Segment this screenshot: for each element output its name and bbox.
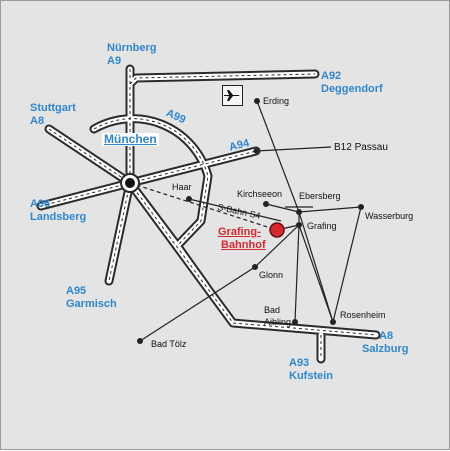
road-grafing-rosenheim bbox=[298, 224, 334, 323]
road-b12 bbox=[255, 146, 332, 152]
label-glonn: Glonn bbox=[259, 270, 284, 280]
label-a96-name: Landsberg bbox=[30, 211, 87, 223]
label-a93-road: A93 bbox=[289, 357, 310, 369]
road-kirchseeon bbox=[265, 203, 300, 213]
aibling-dot bbox=[292, 319, 298, 325]
label-a92-road: A92 bbox=[321, 70, 342, 82]
label-haar: Haar bbox=[172, 182, 192, 192]
road-wasserburg-rosenheim bbox=[332, 206, 362, 323]
toelz-dot bbox=[137, 338, 143, 344]
label-a9-name: Nürnberg bbox=[107, 42, 157, 54]
label-a95-road: A95 bbox=[66, 285, 87, 297]
road-toelz-glonn bbox=[139, 266, 256, 342]
label-kirchseeon: Kirchseeon bbox=[237, 189, 283, 199]
wasserburg-dot bbox=[358, 204, 364, 210]
road-haar-grafing bbox=[188, 198, 282, 222]
label-a92-name: Deggendorf bbox=[321, 83, 383, 95]
erding-dot bbox=[254, 98, 260, 104]
airplane-icon bbox=[224, 90, 240, 101]
ebersberg-dot bbox=[296, 209, 302, 215]
label-bad-aibling-1: Bad bbox=[264, 305, 281, 315]
label-grafing: Grafing bbox=[307, 221, 337, 231]
label-a8-east-road: A8 bbox=[379, 330, 394, 342]
kirchseeon-dot bbox=[263, 201, 269, 207]
label-destination-line1: Grafing- bbox=[218, 226, 261, 238]
label-ebersberg: Ebersberg bbox=[299, 191, 341, 201]
motorway-casings bbox=[36, 64, 381, 364]
label-bad-aibling-2: Aibling bbox=[264, 317, 292, 327]
glonn-dot bbox=[252, 264, 258, 270]
label-a96-road: A96 bbox=[30, 198, 51, 210]
grafing-dot bbox=[296, 222, 302, 228]
airport-icon-box bbox=[222, 85, 243, 106]
label-a93-name: Kufstein bbox=[289, 370, 333, 382]
label-rosenheim: Rosenheim bbox=[340, 310, 386, 320]
label-a9-road: A9 bbox=[107, 55, 122, 67]
label-b12: B12 Passau bbox=[334, 142, 388, 153]
road-erding bbox=[256, 100, 300, 213]
label-muenchen: München bbox=[102, 132, 159, 146]
label-a8-east-name: Salzburg bbox=[362, 343, 409, 355]
road-grafing-aibling bbox=[294, 224, 300, 323]
label-wasserburg: Wasserburg bbox=[365, 211, 414, 221]
place-markers bbox=[137, 98, 364, 344]
s-bahn-s4-line bbox=[129, 182, 278, 231]
label-destination-line2: Bahnhof bbox=[221, 239, 266, 251]
local-roads bbox=[139, 100, 362, 342]
label-erding: Erding bbox=[263, 96, 290, 106]
label-a95-name: Garmisch bbox=[66, 298, 117, 310]
label-a8-west-name: Stuttgart bbox=[30, 102, 76, 114]
grafing-bahnhof-marker bbox=[269, 222, 285, 238]
road-ebersberg-wasserburg bbox=[298, 206, 362, 213]
road-glonn-grafing bbox=[254, 224, 300, 268]
haar-dot bbox=[186, 196, 192, 202]
label-a8-west-road: A8 bbox=[30, 115, 45, 127]
road-ebersberg-rosenheim bbox=[298, 211, 334, 323]
rosenheim-dot bbox=[330, 319, 336, 325]
b12-junction-dot bbox=[253, 148, 259, 154]
label-bad-toelz: Bad Tölz bbox=[151, 339, 187, 349]
